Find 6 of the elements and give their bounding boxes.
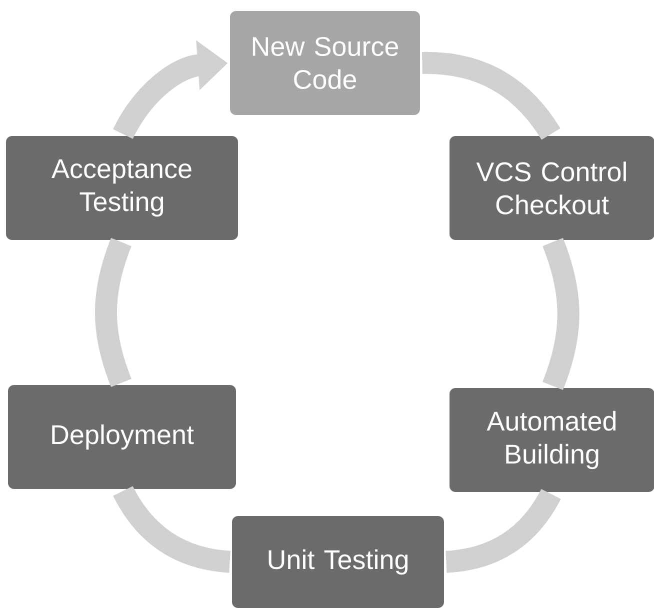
process-box: Unit Testing <box>232 516 444 608</box>
process-box: Deployment <box>8 385 236 489</box>
process-box: Automated Building <box>450 388 654 492</box>
process-box: Acceptance Testing <box>6 136 238 240</box>
process-box: New Source Code <box>230 11 420 115</box>
process-box: VCS Control Checkout <box>450 136 654 240</box>
